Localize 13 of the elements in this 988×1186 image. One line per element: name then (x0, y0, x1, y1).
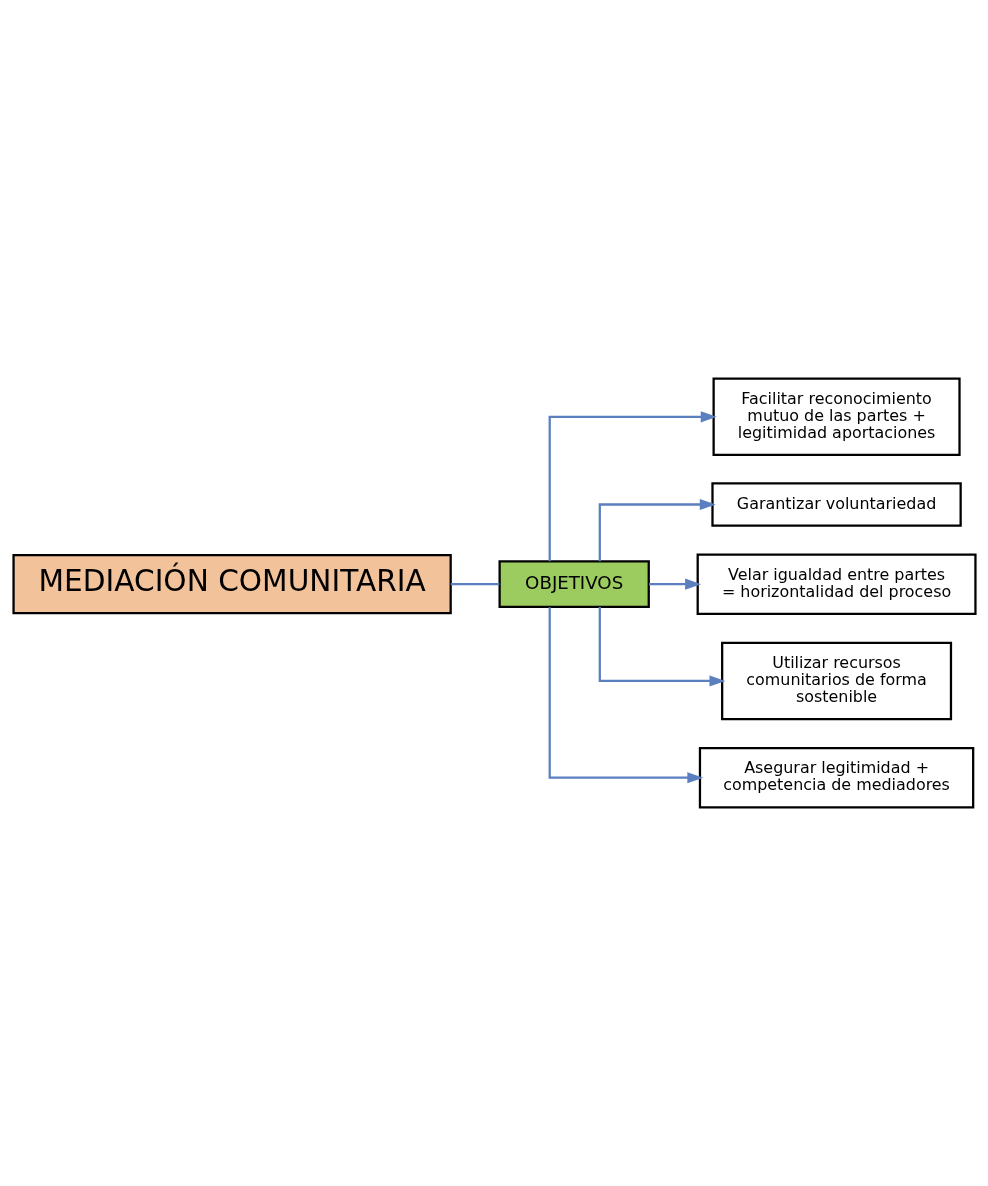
node-box: Asegurar legitimidad + competencia de mediadores (698, 746, 974, 809)
arrow (548, 411, 717, 562)
connector (450, 583, 499, 586)
node-box: Facilitar reconocimiento mutuo de las partes + legitimidad aportaciones (712, 377, 961, 457)
arrow (598, 498, 716, 562)
node-box: Utilizar recursos comunitarios de forma sostenible (720, 641, 952, 721)
arrow (648, 578, 701, 590)
arrow (548, 607, 703, 784)
node-box: Velar igualdad entre partes = horizontalidad del proceso (696, 553, 977, 615)
arrow (598, 607, 725, 687)
node-box: MEDIACIÓN COMUNITARIA (11, 554, 452, 615)
node-box: OBJETIVOS (498, 560, 650, 609)
node-box: Garantizar voluntariedad (710, 482, 962, 527)
